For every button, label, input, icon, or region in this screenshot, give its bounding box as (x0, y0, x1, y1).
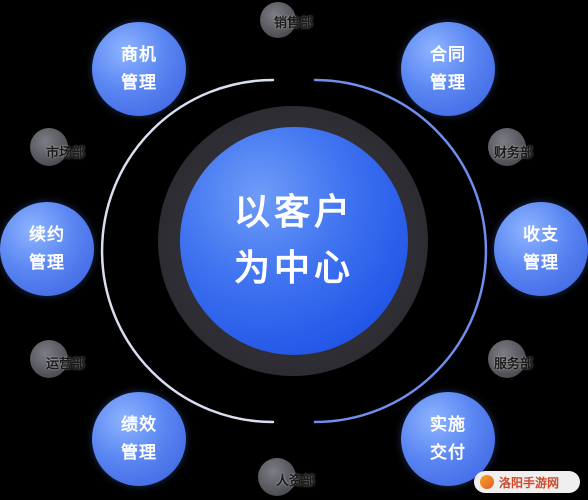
center-core: 以客户 为中心 (180, 127, 408, 355)
watermark-text: 洛阳手游网 (499, 475, 560, 490)
node-renewal-line1: 续约 (29, 225, 65, 245)
dept-sales-bubble (260, 2, 296, 38)
dept-hr-label: 人资部 (276, 474, 316, 489)
dept-service-label: 服务部 (494, 357, 534, 372)
node-opportunity: 商机 管理 (92, 22, 186, 116)
node-performance: 绩效 管理 (92, 392, 186, 486)
dept-finance-bubble (488, 128, 526, 166)
node-performance-line2: 管理 (121, 443, 157, 463)
node-contract-line2: 管理 (430, 73, 466, 93)
node-renewal-line2: 管理 (29, 253, 65, 273)
center-title-line1: 以客户 (233, 192, 354, 233)
node-delivery-line1: 实施 (430, 415, 466, 435)
node-payment-line2: 管理 (523, 253, 559, 273)
node-renewal: 续约 管理 (0, 202, 94, 296)
node-opportunity-line2: 管理 (121, 73, 157, 93)
dept-hr-bubble (258, 458, 296, 496)
node-delivery-line2: 交付 (430, 443, 466, 463)
dept-sales-label: 销售部 (274, 16, 314, 31)
dept-service-bubble (488, 340, 526, 378)
node-contract-line1: 合同 (430, 45, 466, 65)
center-title-line2: 为中心 (233, 248, 354, 289)
dept-operations-bubble (30, 340, 68, 378)
orbit-arc-right (313, 78, 488, 424)
watermark-logo-icon (480, 475, 494, 489)
dept-market-bubble (30, 128, 68, 166)
watermark-badge: 洛阳手游网 (474, 471, 580, 493)
dept-finance-label: 财务部 (494, 146, 534, 161)
node-payment-line1: 收支 (523, 225, 559, 245)
node-contract: 合同 管理 (401, 22, 495, 116)
orbit-arc-left (100, 78, 275, 424)
dept-market-label: 市场部 (46, 146, 86, 161)
node-performance-line1: 绩效 (121, 415, 157, 435)
node-payment: 收支 管理 (494, 202, 588, 296)
dept-operations-label: 运营部 (46, 357, 86, 372)
node-opportunity-line1: 商机 (121, 45, 157, 65)
node-delivery: 实施 交付 (401, 392, 495, 486)
